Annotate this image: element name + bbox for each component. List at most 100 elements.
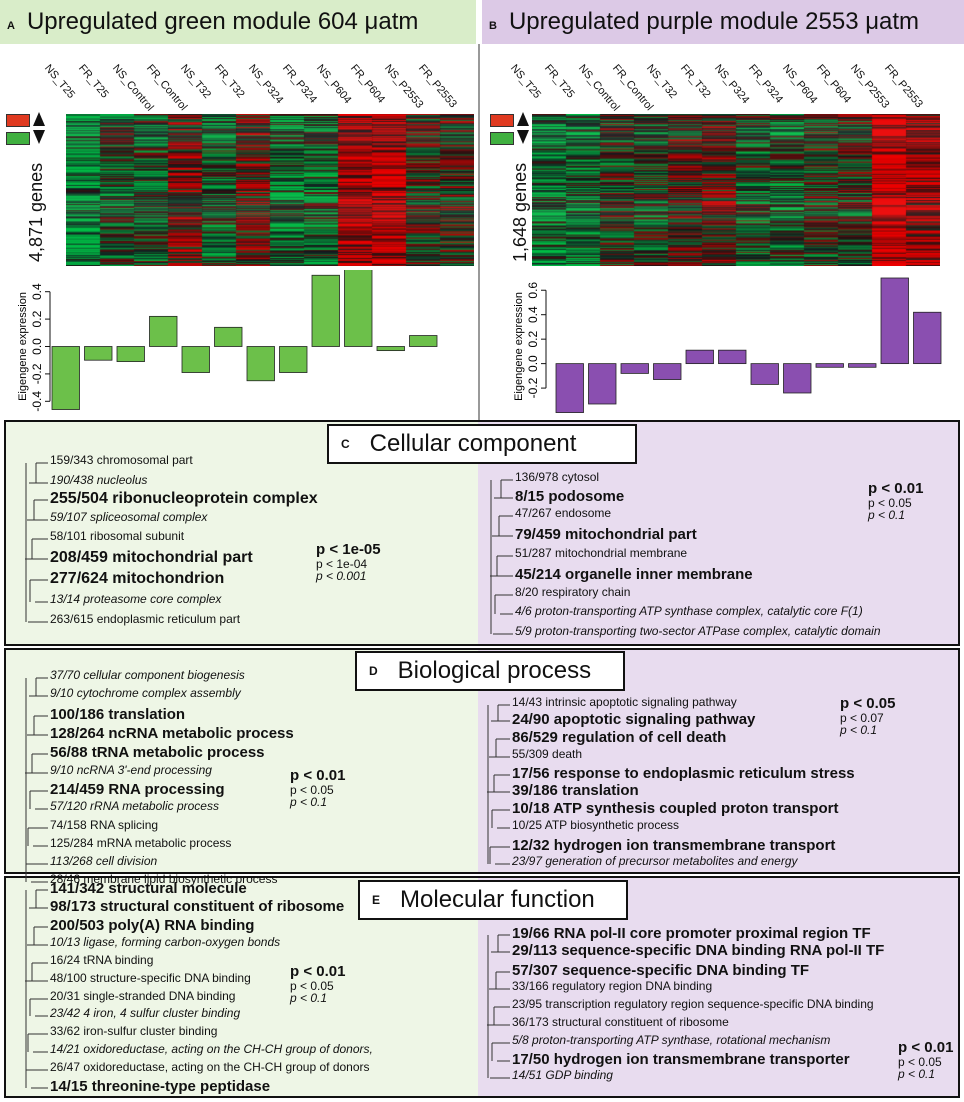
go-term: 98/173 structural constituent of ribosom… — [50, 898, 345, 915]
p-value-threshold: p < 0.07 — [840, 710, 884, 725]
triangle-up-icon — [33, 112, 45, 126]
dendrogram — [487, 934, 510, 1079]
go-term: 17/50 hydrogen ion transmembrane transpo… — [512, 1051, 850, 1068]
p-value-threshold: p < 0.05 — [290, 978, 334, 993]
p-value-threshold: p < 0.05 — [898, 1054, 942, 1069]
go-term: 208/459 mitochondrial part — [50, 549, 253, 566]
bar-FR_Control — [653, 363, 682, 380]
section-e-letter: E — [372, 893, 381, 907]
go-term: 8/20 respiratory chain — [515, 585, 631, 599]
color-key-green-b — [490, 132, 514, 145]
go-term: 26/47 oxidoreductase, acting on the CH-C… — [50, 1060, 370, 1074]
column-label: FR_T32 — [212, 62, 247, 101]
go-term: 4/6 proton-transporting ATP synthase com… — [515, 604, 863, 618]
go-term: 24/90 apoptotic signaling pathway — [512, 711, 756, 728]
go-term: 57/120 rRNA metabolic process — [50, 799, 219, 813]
go-term: 10/18 ATP synthesis coupled proton trans… — [512, 800, 839, 817]
color-key-red-b — [490, 114, 514, 127]
color-key-red-a — [6, 114, 30, 127]
p-value-threshold: p < 0.05 — [840, 695, 896, 712]
go-term: 14/15 threonine-type peptidase — [50, 1078, 271, 1095]
go-term: 136/978 cytosol — [515, 470, 600, 484]
go-term: 23/42 4 iron, 4 sulfur cluster binding — [50, 1006, 241, 1020]
column-label: FR_P324 — [746, 62, 786, 106]
p-value-threshold: p < 0.1 — [290, 795, 328, 810]
p-value-threshold: p < 0.01 — [290, 767, 346, 784]
bar-NS_Control — [116, 346, 145, 362]
go-term: 14/21 oxidoreductase, acting on the CH-C… — [50, 1042, 373, 1056]
gene-count-b: 1,648 genes — [510, 162, 530, 262]
y-tick-label: 0.6 — [526, 282, 540, 299]
triangle-down-icon — [33, 130, 45, 144]
section-d-title: D Biological process — [355, 651, 625, 691]
section-d-heading: Biological process — [397, 657, 592, 684]
section-e-heading: Molecular function — [400, 886, 595, 913]
bar-FR_P604 — [344, 270, 373, 347]
column-label: FR_P604 — [814, 62, 854, 106]
go-term: 55/309 death — [512, 747, 583, 761]
dendrogram — [25, 677, 48, 883]
go-term: 36/173 structural constituent of ribosom… — [512, 1015, 729, 1029]
heatmap-a — [66, 114, 474, 266]
bar-NS_P324 — [246, 346, 275, 382]
go-term: 57/307 sequence-specific DNA binding TF — [512, 962, 810, 979]
go-term: 200/503 poly(A) RNA binding — [50, 917, 255, 934]
bar-FR_T25 — [84, 346, 113, 361]
p-value-threshold: p < 0.1 — [840, 723, 878, 738]
bar-NS_P2553 — [376, 346, 405, 352]
panel-a-title: Upregulated green module 604 μatm — [26, 8, 419, 35]
dendrogram — [490, 479, 513, 635]
triangle-down-icon — [517, 130, 529, 144]
p-value-threshold: p < 1e-04 — [316, 556, 368, 571]
go-term: 9/10 cytochrome complex assembly — [50, 686, 241, 700]
p-value-threshold: p < 0.1 — [898, 1067, 936, 1082]
bar-NS_Control — [620, 363, 649, 374]
go-term: 141/342 structural molecule — [50, 880, 247, 897]
p-value-threshold: p < 0.001 — [316, 569, 367, 584]
go-term: 277/624 mitochondrion — [50, 570, 225, 587]
p-value-threshold: p < 0.01 — [868, 480, 924, 497]
panel-b-title: Upregulated purple module 2553 μatm — [508, 8, 920, 35]
gene-count-a: 4,871 genes — [26, 162, 46, 262]
p-value-threshold: p < 0.1 — [290, 991, 328, 1006]
go-term: 190/438 nucleolus — [50, 473, 148, 487]
go-term: 59/107 spliceosomal complex — [50, 510, 208, 524]
go-term: 9/10 ncRNA 3'-end processing — [50, 763, 212, 777]
bar-FR_T25 — [588, 363, 617, 405]
y-tick-label: 0.4 — [30, 283, 44, 300]
y-tick-label: 0.0 — [30, 338, 44, 355]
go-term: 5/8 proton-transporting ATP synthase, ro… — [512, 1033, 831, 1047]
go-term: 56/88 tRNA metabolic process — [50, 744, 265, 761]
bar-FR_P604 — [848, 363, 877, 368]
go-term: 58/101 ribosomal subunit — [50, 529, 185, 543]
bar-FR_P2553 — [409, 335, 438, 347]
go-term: 47/267 endosome — [515, 506, 612, 520]
go-term: 33/62 iron-sulfur cluster binding — [50, 1024, 218, 1038]
column-label: NS_T32 — [178, 62, 214, 101]
section-e-box — [4, 876, 960, 1098]
go-term: 23/97 generation of precursor metabolite… — [512, 854, 798, 868]
go-term: 28/46 membrane lipid biosynthetic proces… — [50, 872, 278, 886]
p-value-threshold: p < 0.05 — [868, 495, 912, 510]
go-term: 39/186 translation — [512, 782, 639, 799]
p-value-threshold: p < 0.01 — [898, 1039, 954, 1056]
column-label: FR_T25 — [76, 62, 111, 101]
bar-FR_Control — [149, 315, 178, 347]
go-term: 29/113 sequence-specific DNA binding RNA… — [512, 942, 885, 959]
panel-divider — [478, 44, 480, 420]
go-term: 33/166 regulatory region DNA binding — [512, 979, 713, 993]
dendrogram — [25, 462, 48, 623]
triangle-up-icon — [517, 112, 529, 126]
y-axis-label: Eigengene expression — [513, 292, 525, 401]
go-term: 10/13 ligase, forming carbon-oxygen bond… — [50, 935, 281, 949]
go-term: 48/100 structure-specific DNA binding — [50, 971, 251, 985]
y-tick-label: -0.2 — [30, 363, 44, 384]
go-term: 263/615 endoplasmic reticulum part — [50, 612, 241, 626]
go-term: 14/51 GDP binding — [512, 1068, 613, 1082]
column-label: NS_T32 — [644, 62, 680, 101]
